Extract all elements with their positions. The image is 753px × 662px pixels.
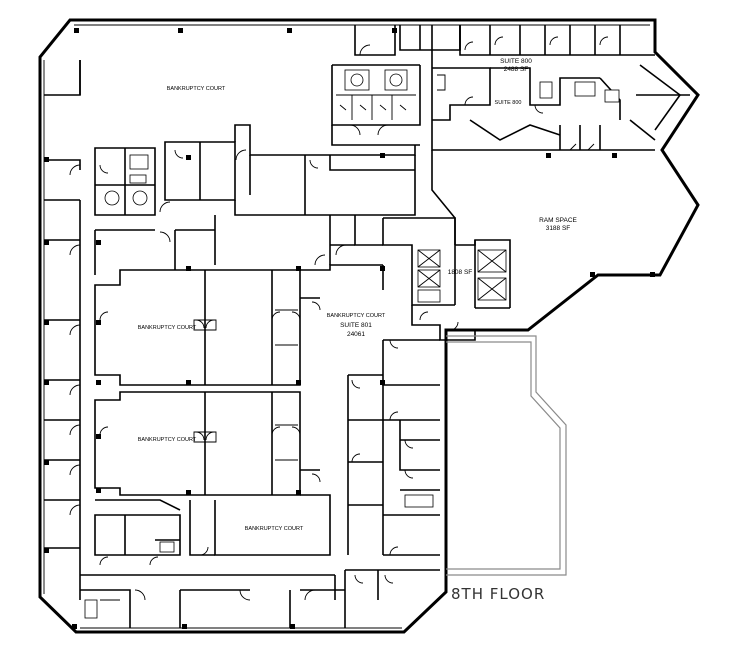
- north-corridor-rooms: [94, 215, 383, 275]
- north-area: [79, 25, 474, 146]
- west-offices: [44, 60, 81, 600]
- terrace-outline-inner: [446, 341, 561, 570]
- south-west-rooms: [94, 499, 215, 566]
- label-core-area: 1808 SF: [448, 269, 473, 276]
- label-ram-space-area: 3188 SF: [546, 225, 571, 232]
- suite-801-court: [214, 264, 383, 556]
- label-suite-801-area: 24061: [347, 331, 365, 338]
- south-offices: [80, 569, 440, 628]
- label-courtroom-lower: BANKRUPTCY COURT: [138, 437, 197, 443]
- central-north: [94, 124, 416, 216]
- label-courtroom-upper: BANKRUPTCY COURT: [138, 325, 197, 331]
- label-suite-800-title: SUITE 800: [500, 58, 532, 65]
- label-bankruptcy-court-top: BANKRUPTCY COURT: [167, 86, 226, 92]
- courtroom-lower: [94, 391, 301, 496]
- label-ram-space-title: RAM SPACE: [539, 217, 577, 224]
- terrace-outline: [446, 335, 567, 576]
- label-suite-800-area: 2488 SF: [504, 66, 529, 73]
- east-offices: [347, 339, 440, 556]
- floor-label: 8TH FLOOR: [451, 585, 545, 603]
- ram-space: [431, 150, 511, 309]
- label-bankruptcy-court-center: BANKRUPTCY COURT: [327, 313, 386, 319]
- courtroom-upper: [94, 269, 301, 386]
- label-courtroom-bottom: BANKRUPTCY COURT: [245, 526, 304, 532]
- label-suite-800-inner: SUITE 800: [495, 100, 522, 106]
- label-suite-801-title: SUITE 801: [340, 322, 372, 329]
- building-core: [382, 217, 476, 341]
- building-outline: [38, 18, 700, 634]
- building-outline-inner: [43, 24, 650, 629]
- suite-800: [431, 25, 690, 151]
